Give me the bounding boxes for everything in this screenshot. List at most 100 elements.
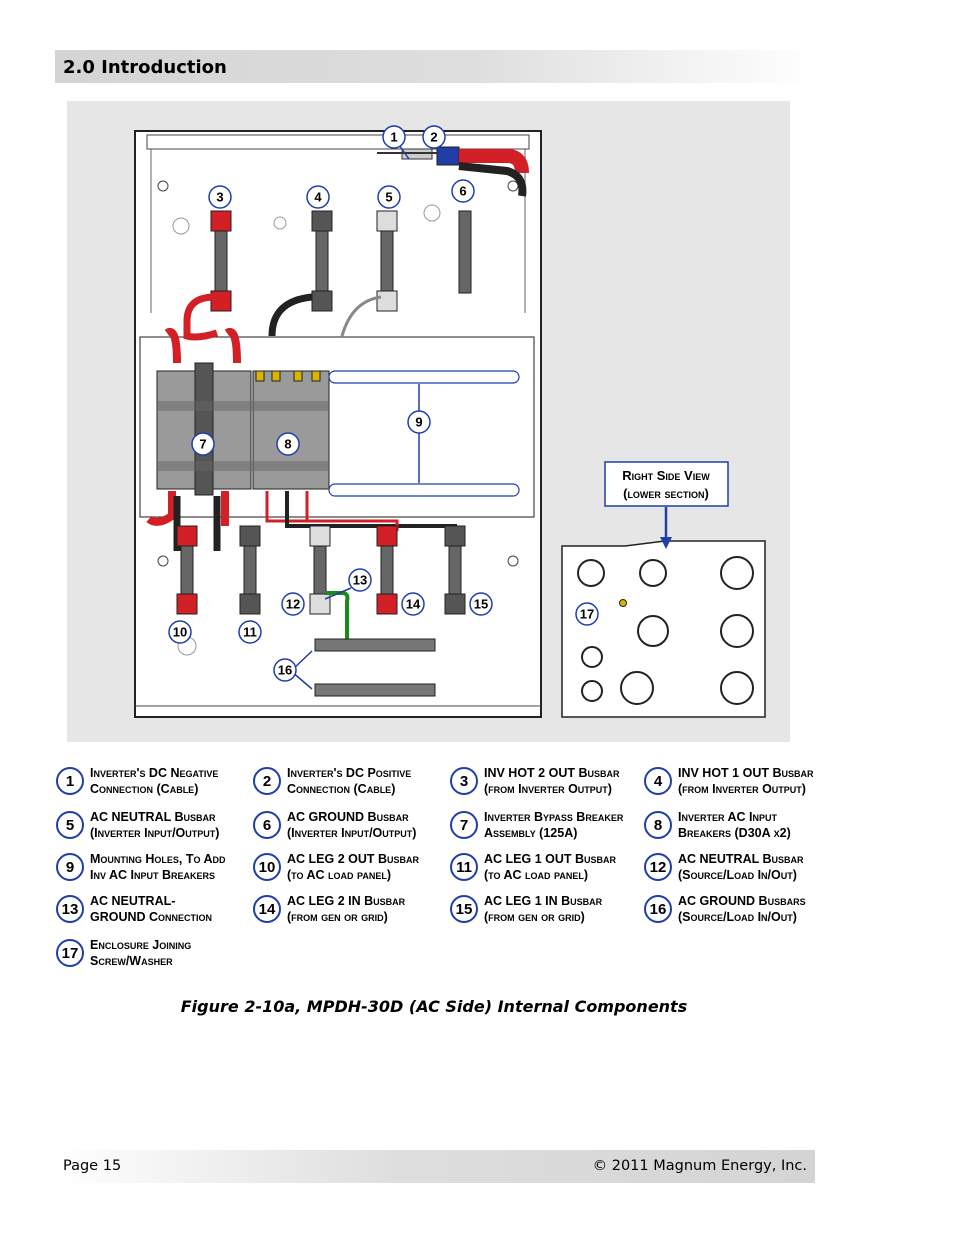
legend-text: INV HOT 1 OUT Busbar (from Inverter Outp… — [678, 766, 814, 796]
callout-7: 7 — [191, 432, 215, 456]
legend-text: AC NEUTRAL Busbar (Inverter Input/Output… — [90, 810, 220, 840]
callout-3: 3 — [208, 185, 232, 209]
legend-number: 1 — [56, 767, 84, 795]
breaker-assembly — [156, 362, 330, 496]
upper-busbars — [210, 210, 472, 312]
legend-number: 9 — [56, 853, 84, 881]
legend-number: 7 — [450, 811, 478, 839]
legend-text: INV HOT 2 OUT Busbar (from Inverter Outp… — [484, 766, 620, 796]
callout-1: 1 — [382, 125, 406, 149]
legend-number: 11 — [450, 853, 478, 881]
legend-number: 13 — [56, 895, 84, 923]
legend-text: AC NEUTRAL- GROUND Connection — [90, 894, 213, 924]
callout-9: 9 — [407, 410, 431, 434]
legend-text: AC LEG 2 OUT Busbar (to AC load panel) — [287, 852, 420, 882]
callout-4: 4 — [306, 185, 330, 209]
legend-text: Inverter Bypass Breaker Assembly (125A) — [484, 810, 624, 840]
inset-label-line1: Right Side View — [622, 468, 710, 483]
enclosure-diagram: Right Side View (lower section) 12345678… — [134, 125, 766, 718]
callout-16: 16 — [273, 658, 297, 682]
inset-label-box — [604, 461, 729, 507]
dc-cables — [377, 146, 529, 197]
callout-number: 3 — [216, 190, 223, 205]
callout-number: 16 — [278, 663, 292, 678]
callout-number: 6 — [459, 184, 466, 199]
callout-number: 12 — [286, 597, 300, 612]
callout-5: 5 — [377, 185, 401, 209]
legend-number: 8 — [644, 811, 672, 839]
callout-11: 11 — [238, 620, 262, 644]
legend-number: 14 — [253, 895, 281, 923]
callout-number: 4 — [314, 190, 322, 205]
page-footer: Page 15 © 2011 Magnum Energy, Inc. — [55, 1150, 815, 1183]
right-side-inset: Right Side View (lower section) — [561, 461, 766, 718]
callout-number: 13 — [353, 573, 367, 588]
lower-busbars — [176, 525, 466, 697]
figure-caption: Figure 2-10a, MPDH-30D (AC Side) Interna… — [180, 997, 688, 1016]
inset-label-line2: (lower section) — [623, 486, 709, 501]
copyright-text: © 2011 Magnum Energy, Inc. — [592, 1158, 807, 1174]
legend-number: 3 — [450, 767, 478, 795]
callout-17: 17 — [575, 602, 599, 626]
callout-number: 1 — [390, 130, 397, 145]
legend-text: AC NEUTRAL Busbar (Source/Load In/Out) — [678, 852, 804, 882]
legend-number: 4 — [644, 767, 672, 795]
legend-text: AC LEG 1 OUT Busbar (to AC load panel) — [484, 852, 617, 882]
callout-6: 6 — [451, 179, 475, 203]
legend-number: 15 — [450, 895, 478, 923]
callout-number: 14 — [406, 597, 421, 612]
page-number: Page 15 — [63, 1158, 122, 1174]
legend-text: AC GROUND Busbars (Source/Load In/Out) — [678, 894, 806, 924]
callout-15: 15 — [469, 592, 493, 616]
callout-number: 17 — [580, 607, 594, 622]
legend-number: 5 — [56, 811, 84, 839]
callout-number: 2 — [430, 130, 437, 145]
callout-number: 8 — [284, 437, 291, 452]
callout-number: 9 — [415, 415, 422, 430]
legend-text: Enclosure Joining Screw/Washer — [90, 938, 192, 968]
legend-number: 10 — [253, 853, 281, 881]
legend-number: 6 — [253, 811, 281, 839]
legend-text: AC LEG 2 IN Busbar (from gen or grid) — [287, 894, 406, 924]
callout-2: 2 — [422, 125, 446, 149]
legend-text: Inverter's DC Negative Connection (Cable… — [90, 766, 219, 796]
callout-number: 15 — [474, 597, 488, 612]
upper-cables — [164, 293, 382, 364]
legend-text: AC LEG 1 IN Busbar (from gen or grid) — [484, 894, 603, 924]
legend-number: 16 — [644, 895, 672, 923]
section-title: 2.0 Introduction — [63, 57, 227, 78]
mounting-hole-rows — [328, 370, 520, 497]
callout-number: 7 — [199, 437, 206, 452]
legend-number: 2 — [253, 767, 281, 795]
legend-number: 17 — [56, 939, 84, 967]
callout-number: 10 — [173, 625, 187, 640]
callout-12: 12 — [281, 592, 305, 616]
callout-10: 10 — [168, 620, 192, 644]
callout-13: 13 — [348, 568, 372, 592]
legend-text: Mounting Holes, To Add Inv AC Input Brea… — [90, 852, 226, 882]
callout-8: 8 — [276, 432, 300, 456]
legend-number: 12 — [644, 853, 672, 881]
legend-text: Inverter AC Input Breakers (D30A x2) — [678, 810, 791, 840]
callout-14: 14 — [401, 592, 425, 616]
